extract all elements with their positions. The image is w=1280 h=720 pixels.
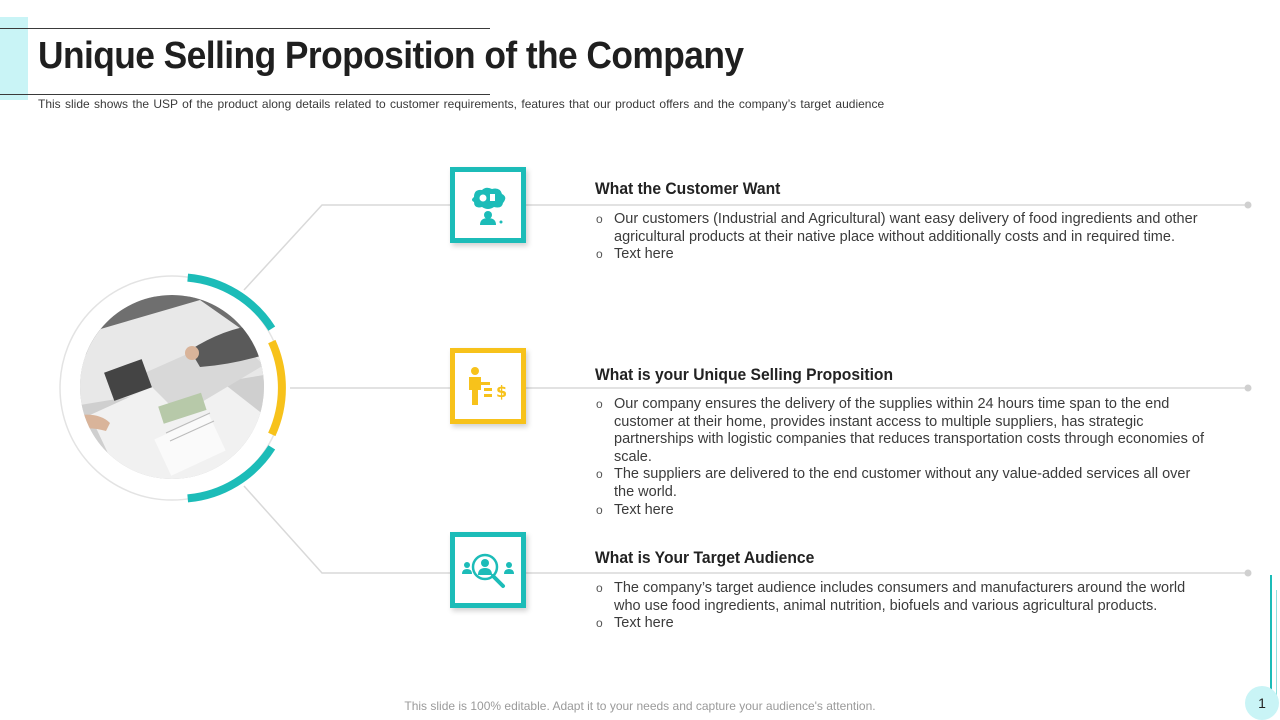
slide-title: Unique Selling Proposition of the Compan… <box>38 35 744 77</box>
arc-yellow-middle <box>268 339 286 437</box>
slide-subtitle: This slide shows the USP of the product … <box>38 97 885 111</box>
title-accent-block <box>0 17 28 100</box>
bullet-list-target-audience: The company’s target audience includes c… <box>595 580 1205 633</box>
arc-teal-top <box>187 273 276 331</box>
title-rule-bottom <box>0 94 490 95</box>
bullet-item: Our customers (Industrial and Agricultur… <box>595 211 1205 246</box>
bullet-item: Text here <box>595 502 1205 520</box>
connector-line-top <box>243 204 1248 291</box>
usp-icon-box: $ <box>450 348 526 424</box>
bullet-item: The company’s target audience includes c… <box>595 580 1205 615</box>
section-title-target-audience: What is Your Target Audience <box>595 548 815 567</box>
person-dollar-icon: $ <box>469 367 507 405</box>
svg-text:$: $ <box>496 382 507 401</box>
section-title-usp: What is your Unique Selling Proposition <box>595 365 894 384</box>
page-number: 1 <box>1245 686 1279 720</box>
side-accent-line-thin <box>1276 590 1277 695</box>
arc-teal-bottom <box>187 445 276 503</box>
bullet-item: The suppliers are delivered to the end c… <box>595 466 1205 501</box>
section-title-customer-want: What the Customer Want <box>595 179 781 198</box>
footer-note: This slide is 100% editable. Adapt it to… <box>404 699 876 713</box>
customer-want-icon-box <box>450 167 526 243</box>
connector-lines <box>243 204 1248 574</box>
bullet-item: Text here <box>595 615 1205 633</box>
connector-line-bottom <box>243 485 1248 574</box>
customer-thought-icon <box>472 187 506 225</box>
target-audience-icon-box <box>450 532 526 608</box>
bullet-item: Our company ensures the delivery of the … <box>595 396 1205 466</box>
bullet-list-customer-want: Our customers (Industrial and Agricultur… <box>595 211 1205 264</box>
bullet-item: Text here <box>595 246 1205 264</box>
business-meeting-photo <box>80 295 264 479</box>
side-accent-line <box>1270 575 1272 695</box>
connector-dot-top <box>1244 201 1252 209</box>
bullet-list-usp: Our company ensures the delivery of the … <box>595 396 1205 519</box>
connector-dot-middle <box>1244 384 1252 392</box>
title-rule-top <box>0 28 490 29</box>
audience-search-icon <box>462 553 514 588</box>
connector-dot-bottom <box>1244 569 1252 577</box>
